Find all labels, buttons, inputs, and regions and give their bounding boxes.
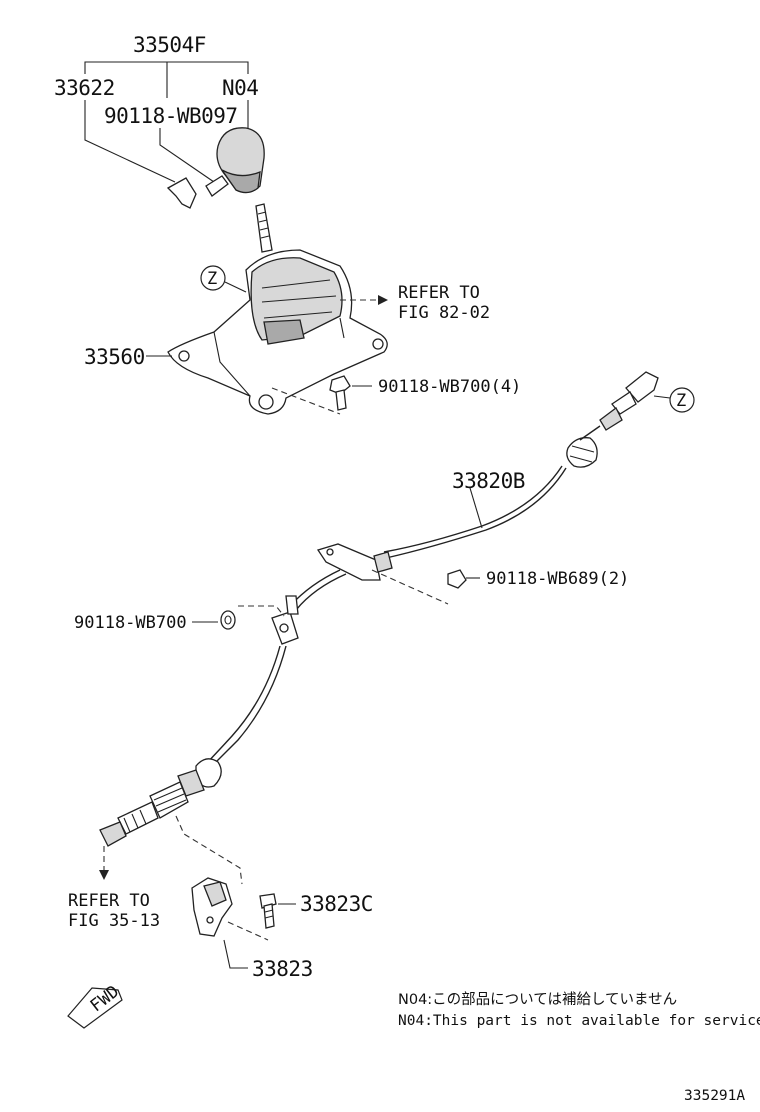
- nut-90118-WB689-2: [447, 569, 467, 589]
- shift-lever-rod: [255, 203, 273, 253]
- svg-text:Z: Z: [676, 391, 686, 411]
- label-90118-WB700: 90118-WB700: [74, 613, 187, 633]
- refer-bottom-line2: FIG 35-13: [68, 911, 160, 931]
- label-N04: N04: [222, 76, 258, 100]
- z-marker-2: Z: [669, 387, 695, 413]
- refer-top-line2: FIG 82-02: [398, 303, 490, 323]
- z2-leader: [653, 395, 671, 399]
- label-33823: 33823: [252, 957, 313, 981]
- note-en: N04:This part is not available for servi…: [398, 1013, 760, 1029]
- refer-bottom-line1: REFER TO: [68, 891, 150, 911]
- bracket-dash-leader: [175, 815, 243, 885]
- bolt-dash-leader: [271, 387, 341, 415]
- label-90118-WB097: 90118-WB097: [104, 104, 238, 128]
- refer-top-line1: REFER TO: [398, 283, 480, 303]
- bolt-33823C-dash: [227, 921, 269, 941]
- bracket-33823: [191, 877, 233, 937]
- screw-90118-WB097: [205, 175, 229, 197]
- note-jp: N04:この部品については補給していません: [398, 991, 677, 1008]
- figure-id: 335291A: [684, 1088, 745, 1104]
- fwd-arrow-icon: FWD: [67, 982, 123, 1029]
- bolt-90118-WB700-4: [329, 375, 351, 411]
- z1-leader: [224, 281, 247, 293]
- clip-33622: [166, 177, 197, 209]
- label-33622: 33622: [54, 76, 115, 100]
- leader-33823: [223, 939, 248, 969]
- refer-arrow-bottom-head: [99, 870, 109, 880]
- label-33823C: 33823C: [300, 892, 373, 916]
- washer-dash-leader: [238, 605, 285, 617]
- z-marker-1: Z: [200, 265, 226, 291]
- shift-knob: [216, 127, 265, 194]
- label-33820B: 33820B: [452, 469, 525, 493]
- nut-dash-leader: [371, 569, 449, 605]
- label-33560: 33560: [84, 345, 145, 369]
- bolt-33823C: [259, 893, 277, 929]
- refer-arrow-top-head: [378, 295, 388, 305]
- leader-33820B: [469, 487, 483, 529]
- label-33504F: 33504F: [133, 33, 206, 57]
- leader-33622: [84, 100, 176, 183]
- shift-cable-33820B: [99, 371, 659, 847]
- leader-90118-WB097: [159, 128, 215, 183]
- washer-90118-WB700: [220, 610, 236, 630]
- bracket-33504F: [84, 61, 249, 98]
- label-90118-WB700-4: 90118-WB700(4): [378, 377, 521, 397]
- label-90118-WB689-2: 90118-WB689(2): [486, 569, 629, 589]
- shift-lever-assembly-33560: [167, 249, 388, 415]
- svg-text:Z: Z: [207, 269, 217, 289]
